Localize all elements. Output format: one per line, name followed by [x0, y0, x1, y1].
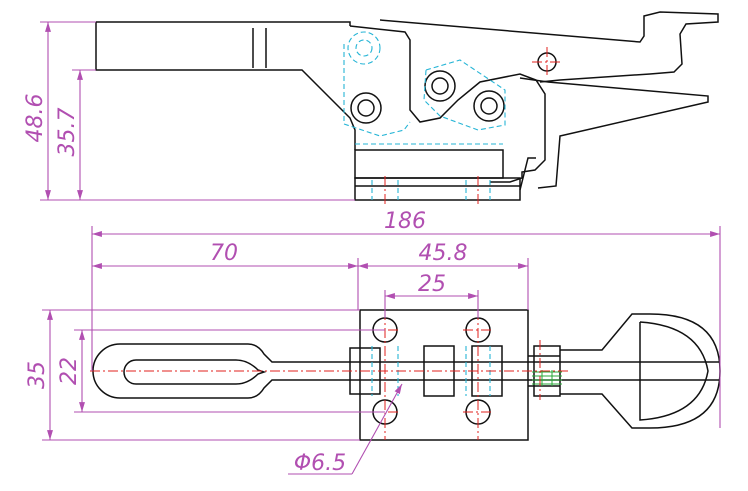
- dim-70: 70: [92, 241, 359, 310]
- dim-25: 25: [384, 272, 479, 318]
- dim-35-label: 35: [25, 361, 50, 389]
- dim-35-7-label: 35.7: [55, 108, 80, 157]
- dim-hole-diameter: Φ6.5: [288, 383, 403, 476]
- dim-35-7: 35.7: [55, 69, 96, 200]
- hatch-region: [532, 370, 562, 386]
- dim-45-8-label: 45.8: [419, 241, 468, 266]
- dim-22-label: 22: [57, 357, 82, 385]
- dim-70-label: 70: [210, 241, 238, 266]
- dim-186-label: 186: [384, 209, 426, 234]
- dim-35: 35: [25, 309, 360, 441]
- dim-hole-diameter-label: Φ6.5: [294, 451, 346, 476]
- dim-45-8: 45.8: [358, 241, 529, 310]
- plan-view: 186 70 45.8 25 35: [25, 209, 721, 476]
- dim-48-6-label: 48.6: [23, 94, 48, 143]
- dim-25-label: 25: [418, 272, 446, 297]
- plan-base-plate: [359, 309, 529, 441]
- dim-22: 22: [57, 329, 385, 413]
- side-linkage: [349, 25, 546, 183]
- side-view: 48.6 35.7: [23, 11, 719, 206]
- dim-48-6: 48.6: [23, 21, 355, 201]
- dim-186: 186: [91, 209, 721, 428]
- side-handle: [95, 21, 356, 150]
